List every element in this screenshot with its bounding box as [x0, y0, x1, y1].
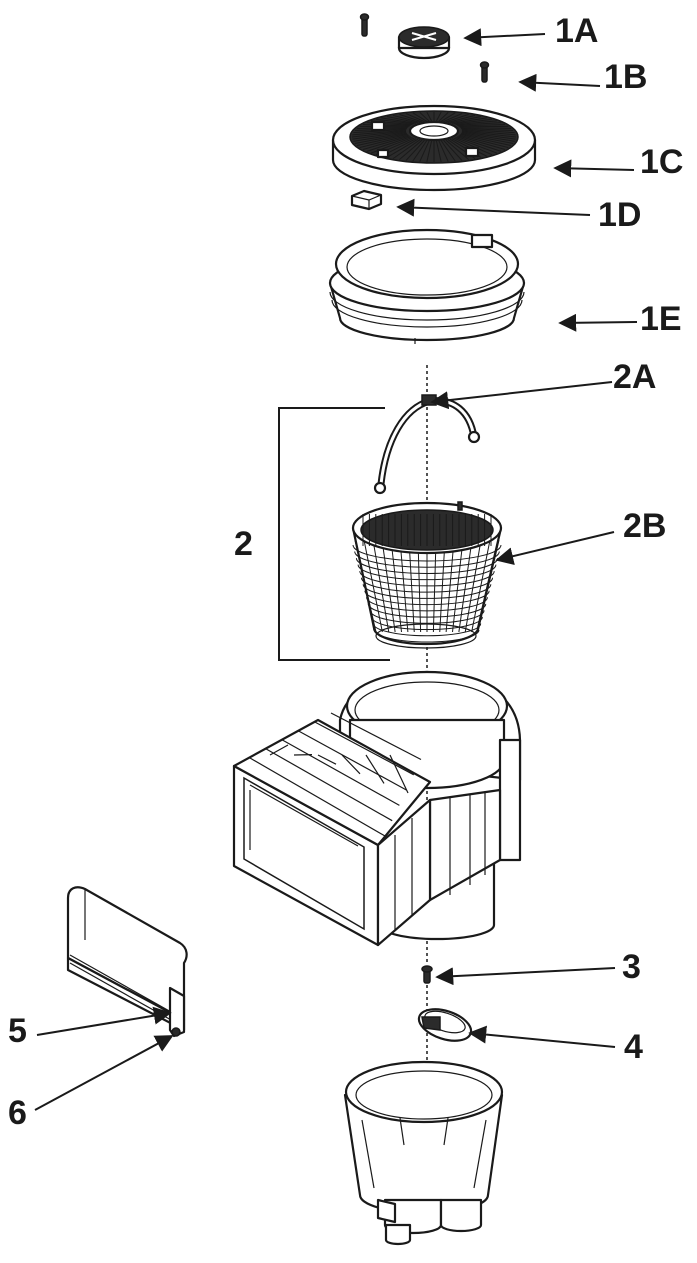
leader-1d	[396, 198, 591, 217]
leader-6	[34, 1035, 174, 1111]
part-1b-screw	[479, 61, 490, 83]
part-1e-collar	[328, 228, 526, 344]
leader-2b	[495, 531, 615, 565]
part-skimmer-body	[232, 670, 522, 947]
label-3: 3	[622, 948, 641, 986]
leader-1b	[518, 73, 601, 92]
label-1e: 1E	[640, 300, 682, 338]
leader-1a	[463, 28, 546, 47]
leader-4	[468, 1025, 616, 1048]
label-6: 6	[8, 1094, 27, 1132]
label-2b: 2B	[623, 507, 666, 545]
label-1d: 1D	[598, 196, 641, 234]
label-1b: 1B	[604, 58, 647, 96]
group-2-bracket	[278, 407, 390, 661]
label-2a: 2A	[613, 358, 656, 396]
part-1a-center-cap	[359, 13, 451, 60]
part-1c-lid	[331, 104, 537, 192]
label-5: 5	[8, 1012, 27, 1050]
leader-1e	[558, 313, 638, 332]
leader-5	[36, 1006, 172, 1036]
part-2b-basket	[351, 501, 503, 649]
label-1c: 1C	[640, 143, 683, 181]
part-2a-basket-handle	[373, 394, 481, 495]
leader-3	[435, 967, 616, 986]
leader-1c	[553, 159, 635, 178]
part-4-valve	[417, 1008, 473, 1042]
part-3-screw	[421, 965, 433, 984]
part-bottom-housing	[343, 1060, 504, 1246]
leader-2a	[430, 381, 613, 410]
label-4: 4	[624, 1028, 643, 1066]
part-1d-gasket	[350, 189, 383, 211]
label-2: 2	[234, 525, 253, 563]
label-1a: 1A	[555, 12, 598, 50]
